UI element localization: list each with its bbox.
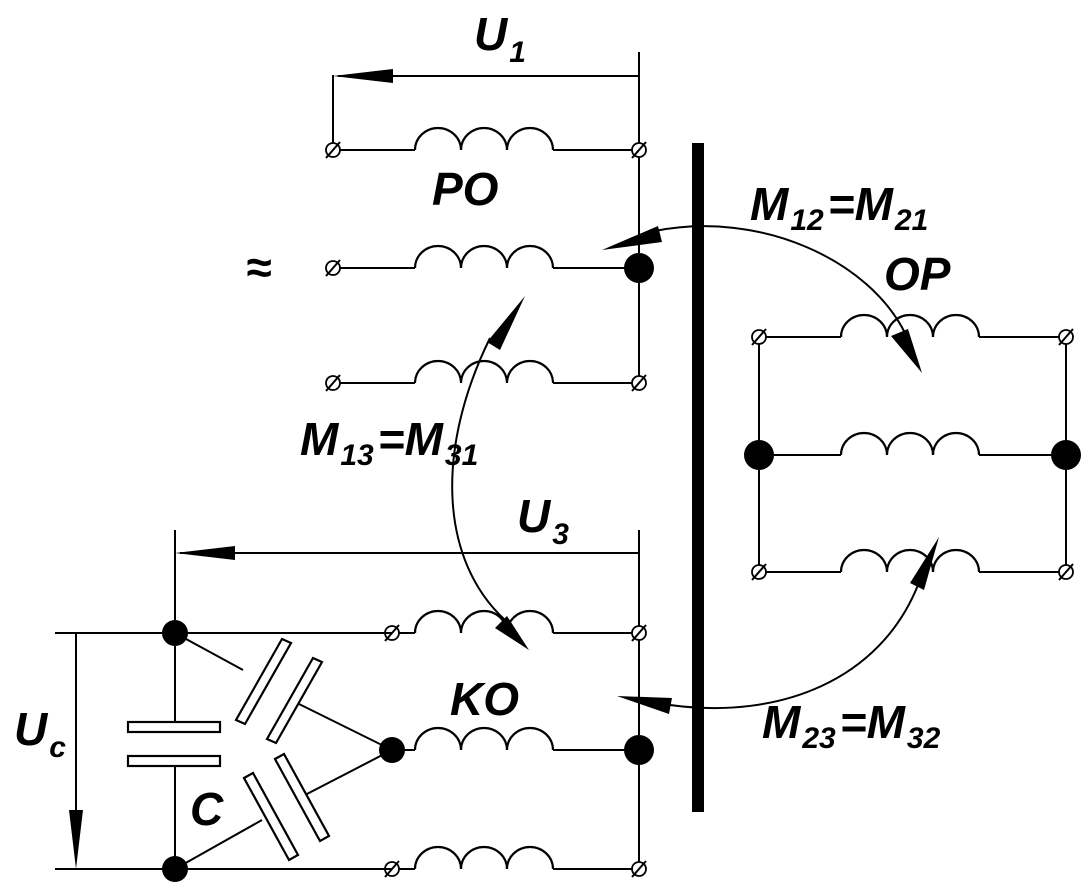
label-uc: Uc <box>14 703 66 764</box>
po-star-node <box>624 253 654 283</box>
label-op: OP <box>884 248 951 300</box>
po-terminals <box>325 141 647 392</box>
u1-voltage-arrow <box>332 52 640 150</box>
op-terminals <box>751 328 1074 581</box>
mutual-inductance-curves <box>451 225 939 714</box>
secondary-winding-op <box>744 313 1081 581</box>
cap-bottom-node <box>162 856 188 882</box>
op-right-node <box>1051 440 1081 470</box>
approx-symbol: ≈ <box>246 241 271 293</box>
label-m13-m31: M13=M31 <box>300 413 478 472</box>
compensating-winding-ko <box>379 609 654 878</box>
label-u3: U3 <box>517 490 569 551</box>
capacitor-bank <box>55 620 393 882</box>
primary-winding-po <box>325 126 654 392</box>
label-c: C <box>190 783 224 835</box>
u3-voltage-arrow <box>174 530 640 633</box>
op-left-node <box>744 440 774 470</box>
label-m12-m21: M12=M21 <box>750 178 928 237</box>
label-po: PO <box>432 163 499 215</box>
label-ko: KO <box>450 673 519 725</box>
ko-star-node <box>624 735 654 765</box>
cap-top-node <box>162 620 188 646</box>
label-m23-m32: M23=M32 <box>762 696 941 755</box>
label-u1: U1 <box>474 8 526 69</box>
uc-voltage-arrow <box>69 633 83 869</box>
